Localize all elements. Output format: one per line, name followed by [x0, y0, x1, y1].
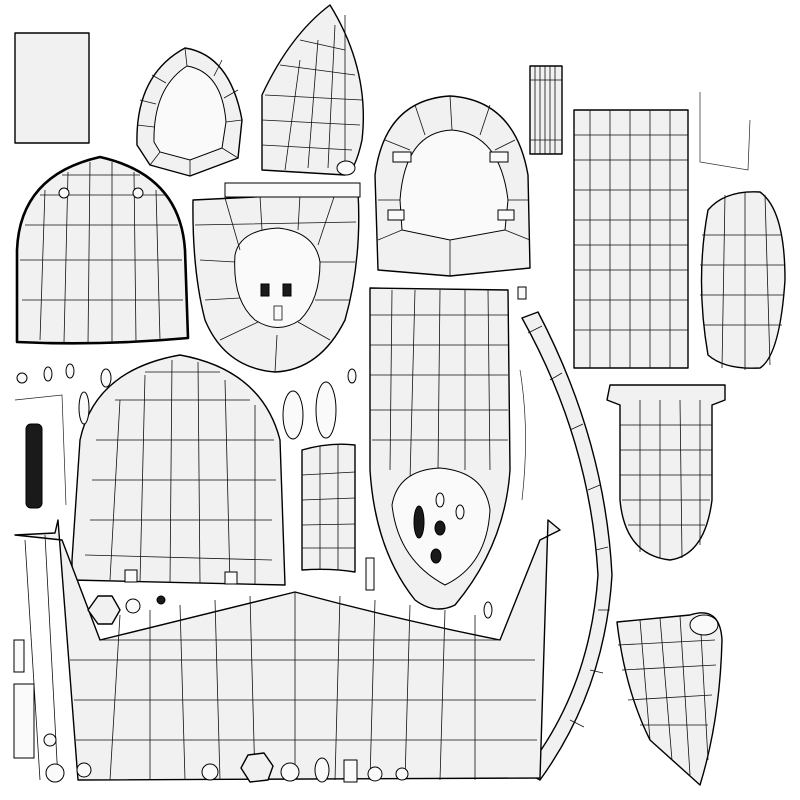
uv-island-grip-block	[529, 65, 563, 155]
uv-island-plain-rect	[14, 32, 90, 144]
uv-island-small-bits	[13, 286, 527, 783]
uv-island-hinge-wire	[699, 92, 751, 171]
uv-island-fan-bottom	[616, 612, 723, 786]
uv-island-seat	[192, 182, 361, 373]
uv-island-ring	[136, 47, 243, 177]
uv-island-side-curve	[301, 443, 356, 573]
uv-island-rim-strip	[521, 311, 613, 781]
uv-island-dome-panel	[15, 155, 190, 345]
uv-island-fan-shell	[261, 4, 365, 176]
uv-island-bowl-front	[369, 287, 511, 610]
uv-island-bowl-arch	[71, 354, 286, 586]
uv-island-tank-panel	[573, 109, 689, 369]
uv-island-pedestal	[606, 384, 726, 561]
uv-island-lid-ring	[374, 95, 531, 277]
uv-island-oval-cap	[700, 191, 786, 370]
uv-island-skirt-band	[14, 519, 561, 781]
